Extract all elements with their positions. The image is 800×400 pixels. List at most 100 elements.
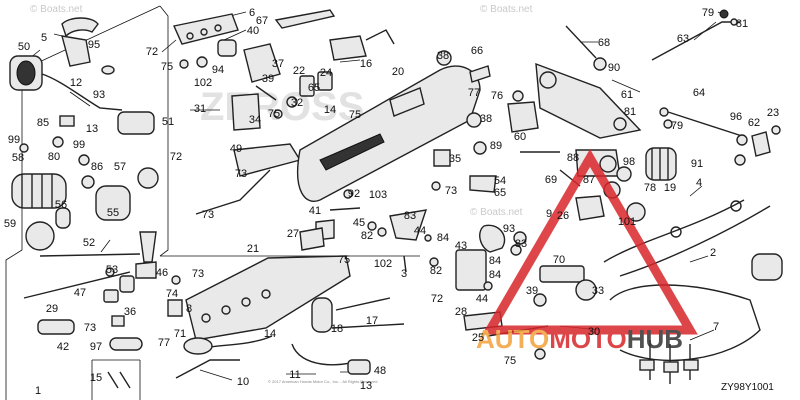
callout-number: 50	[18, 41, 30, 53]
control-cable-b	[619, 205, 771, 277]
callout-number: 99	[73, 139, 85, 151]
callout-number: 14	[324, 104, 336, 116]
steering-bracket	[535, 62, 642, 139]
callout-number: 38	[437, 50, 449, 62]
callout-number: 43	[455, 240, 467, 252]
callout-number: 86	[91, 161, 103, 173]
callout-number: 101	[618, 216, 636, 228]
callout-number: 3	[401, 268, 407, 280]
callout-number: 103	[369, 189, 387, 201]
washer	[101, 65, 115, 75]
callout-number: 37	[272, 58, 284, 70]
watermark-text: © Boats.net	[480, 4, 533, 15]
stop-block	[299, 227, 325, 251]
callout-number: 15	[90, 372, 102, 384]
callout-number: 19	[664, 182, 676, 194]
callout-number: 9	[546, 208, 552, 220]
callout-number: 5	[41, 32, 47, 44]
callout-number: 7	[713, 321, 719, 333]
cable	[335, 297, 391, 311]
callout-number: 49	[230, 143, 242, 155]
callout-number: 32	[291, 97, 303, 109]
spring	[255, 85, 277, 101]
key-switch-body	[37, 319, 75, 335]
callout-number: 67	[256, 15, 268, 27]
bolt	[52, 136, 64, 148]
callout-number: 28	[455, 306, 467, 318]
copyright-text: © 2017 American Honda Motor Co., Inc. - …	[268, 379, 377, 384]
callout-number: 39	[526, 285, 538, 297]
callout-number: 73	[192, 268, 204, 280]
callout-number: 88	[567, 152, 579, 164]
watermark-text: © Boats.net	[30, 4, 83, 15]
spring-cable	[175, 359, 240, 379]
callout-number: 2	[710, 247, 716, 259]
callout-number: 8	[186, 303, 192, 315]
mount-plate	[455, 249, 487, 291]
callout-number: 14	[264, 328, 276, 340]
filter-cylinder	[117, 111, 155, 135]
washer	[81, 175, 95, 189]
callout-number: 102	[194, 77, 212, 89]
cable-rod	[39, 253, 141, 257]
callout-number: 75	[349, 109, 361, 121]
bolt	[78, 154, 90, 166]
callout-number: 23	[767, 107, 779, 119]
callout-number: 64	[693, 87, 705, 99]
callout-number: 21	[247, 243, 259, 255]
tape-strip	[274, 9, 336, 29]
callout-number: 18	[331, 323, 343, 335]
callout-number: 33	[592, 285, 604, 297]
callout-number: 26	[557, 210, 569, 222]
callout-number: 94	[212, 64, 224, 76]
callout-number: 39	[262, 73, 274, 85]
callout-number: 25	[472, 332, 484, 344]
callout-number: 68	[598, 37, 610, 49]
bushing	[55, 207, 71, 229]
callout-number: 27	[287, 228, 299, 240]
grip-body	[61, 35, 91, 67]
callout-number: 20	[392, 66, 404, 78]
callout-number: 46	[156, 267, 168, 279]
callout-number: 65	[494, 187, 506, 199]
callout-number: 30	[588, 326, 600, 338]
callout-number: 78	[644, 182, 656, 194]
housing-cap	[243, 43, 281, 83]
callout-number: 4	[696, 177, 702, 189]
callout-number: 53	[106, 264, 118, 276]
callout-number: 91	[691, 158, 703, 170]
callout-number: 75	[504, 355, 516, 367]
throttle-lever	[61, 17, 99, 38]
callout-number: 11	[289, 369, 300, 381]
wire-harness-clip	[329, 35, 367, 61]
logo-text: AUTOMOTOHUB	[476, 324, 683, 354]
callout-number: 62	[748, 117, 760, 129]
callout-number: 75	[161, 61, 173, 73]
callout-number: 45	[353, 217, 365, 229]
tiller-arm-body	[296, 50, 549, 360]
callout-number: 80	[48, 151, 60, 163]
callout-number: 41	[309, 205, 321, 217]
wire-harness	[609, 284, 761, 362]
callout-number: 16	[360, 58, 372, 70]
callout-number: 66	[471, 45, 483, 57]
watermark-text: © Boats.net	[470, 207, 523, 218]
throttle-plate	[231, 93, 261, 131]
callout-number: 31	[194, 103, 206, 115]
callout-number: 72	[170, 151, 182, 163]
control-cable-a	[603, 199, 745, 263]
bushing	[575, 279, 597, 301]
callout-number: 73	[202, 209, 214, 221]
callout-number: 69	[545, 174, 557, 186]
callout-number: 29	[46, 303, 58, 315]
callout-number: 59	[4, 218, 16, 230]
callout-number: 73	[235, 168, 247, 180]
switch-wire	[41, 73, 123, 111]
rubber-mount	[436, 50, 452, 66]
callout-number: 38	[480, 113, 492, 125]
callout-number: 76	[491, 90, 503, 102]
callout-number: 40	[247, 25, 259, 37]
throttle-grip-group	[9, 17, 159, 389]
